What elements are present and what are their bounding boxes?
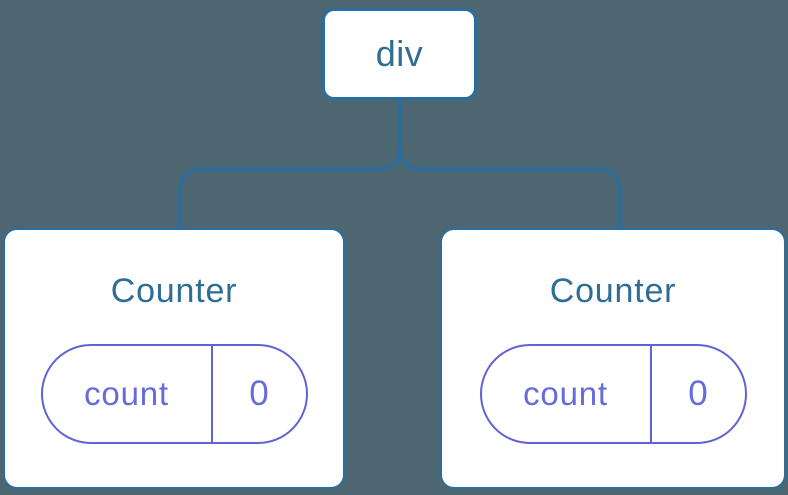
component-title: Counter (110, 272, 238, 310)
state-name: count (84, 375, 169, 412)
root-node-label: div (375, 33, 424, 74)
state-value: 0 (210, 346, 306, 442)
component-title: Counter (549, 272, 677, 310)
state-pill: count 0 (40, 344, 308, 444)
counter-card: Counter count 0 (3, 228, 345, 489)
connector-right-branch (398, 99, 622, 230)
state-pill: count 0 (479, 344, 747, 444)
root-node: div (322, 8, 477, 100)
state-value: 0 (649, 346, 745, 442)
state-name: count (523, 375, 608, 412)
connector-left-branch (178, 99, 402, 230)
counter-card: Counter count 0 (440, 228, 786, 489)
